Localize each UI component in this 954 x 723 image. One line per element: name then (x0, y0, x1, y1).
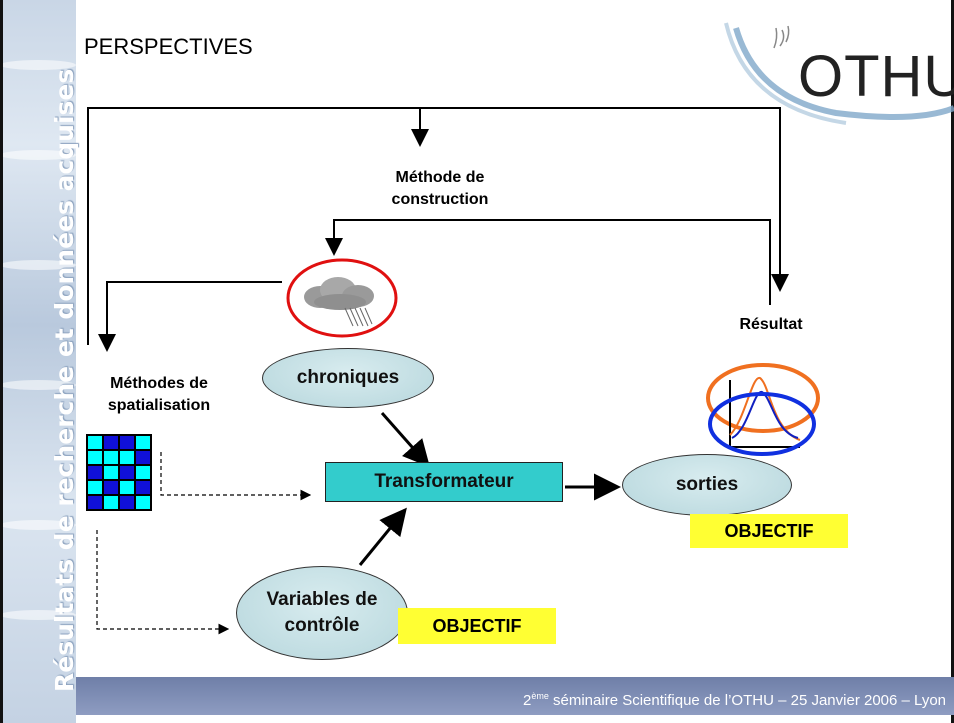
sidebar-wave (0, 150, 76, 160)
variables-to-transformateur-arrow (358, 507, 407, 566)
grid-to-transformateur-dashed-arrow (160, 452, 312, 501)
rain-cloud-icon (286, 258, 398, 338)
left-border (0, 0, 3, 723)
sidebar: Résultats de recherche et données acquis… (0, 0, 79, 723)
sidebar-wave (0, 610, 76, 620)
footer-text: 2ème séminaire Scientifique de l’OTHU – … (522, 691, 954, 709)
chroniques-node: chroniques (262, 348, 434, 408)
objectif-variables-badge: OBJECTIF (398, 608, 556, 644)
resultat-to-cloud-arrow (325, 219, 771, 305)
spatialisation-grid-icon (86, 434, 152, 511)
transformateur-node: Transformateur (325, 462, 563, 502)
objectif-sorties-badge: OBJECTIF (690, 514, 848, 548)
grid-to-variables-dashed-arrow (96, 530, 230, 635)
footer-text-rest: séminaire Scientifique de l’OTHU – 25 Ja… (548, 692, 946, 709)
footer-bar: 2ème séminaire Scientifique de l’OTHU – … (76, 677, 954, 715)
logo-swoosh-icon (724, 22, 954, 125)
othu-logo: OTHU (716, 18, 954, 138)
logo-text: OTHU (798, 44, 954, 109)
methode-construction-text: Méthode de construction (391, 169, 489, 208)
variables-controle-text: Variables de contrôle (266, 589, 378, 636)
result-feedback-line (87, 107, 789, 345)
sidebar-wave (0, 380, 76, 390)
methode-construction-label: Méthode de construction (385, 167, 495, 211)
cloud-to-spatialisation-arrow (98, 281, 282, 352)
page-title: PERSPECTIVES (84, 34, 253, 59)
variables-controle-node: Variables de contrôle (236, 566, 408, 660)
footer-superscript: ème (531, 691, 549, 701)
resultat-label: Résultat (739, 316, 803, 333)
footer-text-num: 2 (522, 692, 532, 709)
sidebar-wave (0, 60, 76, 70)
sidebar-wave (0, 520, 76, 530)
chroniques-to-transformateur-arrow (380, 412, 430, 468)
sorties-node: sorties (622, 454, 792, 516)
methodes-spatialisation-text: Méthodes de spatialisation (107, 375, 211, 414)
methodes-spatialisation-label: Méthodes de spatialisation (84, 373, 234, 417)
output-hydrograph-icon (706, 363, 820, 456)
sidebar-wave (0, 260, 76, 270)
right-border (951, 0, 954, 723)
